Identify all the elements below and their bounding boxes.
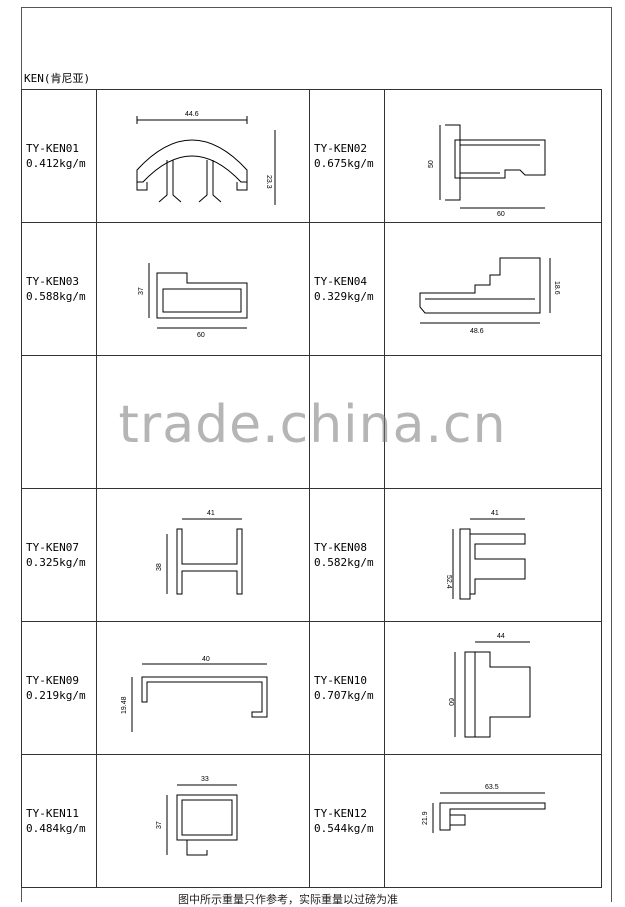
profile-weight: 0.588kg/m bbox=[26, 290, 86, 303]
dim-label: 37 bbox=[138, 287, 145, 295]
profile-label-cell: TY-KEN09 0.219kg/m bbox=[21, 621, 97, 755]
profile-drawing-cell bbox=[96, 355, 310, 489]
profile-ken08-drawing: 41 52.4 bbox=[445, 510, 526, 600]
dim-label: 48.6 bbox=[470, 328, 484, 335]
profile-weight: 0.325kg/m bbox=[26, 556, 86, 569]
profile-code: TY-KEN11 bbox=[26, 807, 79, 820]
dim-label: 18.6 bbox=[553, 281, 560, 295]
profile-ken10-drawing: 44 60 bbox=[447, 633, 531, 738]
profile-code: TY-KEN02 bbox=[314, 142, 367, 155]
dim-label: 38 bbox=[156, 563, 163, 571]
profile-weight: 0.707kg/m bbox=[314, 689, 374, 702]
profile-table: TY-KEN01 0.412kg/m 44.6 23.3 TY-KEN02 0.67… bbox=[21, 89, 602, 888]
profile-weight: 0.544kg/m bbox=[314, 822, 374, 835]
profile-label-cell: TY-KEN10 0.707kg/m bbox=[309, 621, 385, 755]
profile-code: TY-KEN01 bbox=[26, 142, 79, 155]
profile-label-cell: TY-KEN04 0.329kg/m bbox=[309, 222, 385, 356]
profile-drawing-cell bbox=[384, 355, 602, 489]
profile-drawing-cell: 50 60 bbox=[384, 89, 602, 223]
dim-label: 60 bbox=[497, 211, 505, 218]
profile-drawing-cell: 41 52.4 bbox=[384, 488, 602, 622]
dim-label: 40 bbox=[202, 656, 210, 663]
profile-label-cell: TY-KEN08 0.582kg/m bbox=[309, 488, 385, 622]
profile-weight: 0.675kg/m bbox=[314, 157, 374, 170]
table-row: TY-KEN07 0.325kg/m 41 38 TY-KEN08 0.582kg/… bbox=[21, 488, 602, 622]
profile-code: TY-KEN07 bbox=[26, 541, 79, 554]
profile-ken01-drawing: 44.6 23.3 bbox=[136, 111, 276, 205]
profile-drawing-cell: 18.6 48.6 bbox=[384, 222, 602, 356]
table-row: TY-KEN01 0.412kg/m 44.6 23.3 TY-KEN02 0.67… bbox=[21, 89, 602, 223]
profile-code: TY-KEN04 bbox=[314, 275, 367, 288]
dim-label: 52.4 bbox=[445, 575, 452, 589]
profile-ken09-drawing: 40 19.48 bbox=[121, 656, 268, 732]
footer-note: 图中所示重量只作参考，实际重量以过磅为准 bbox=[178, 893, 398, 906]
profile-code: TY-KEN10 bbox=[314, 674, 367, 687]
dim-label: 50 bbox=[428, 160, 435, 168]
profile-drawing-cell: 40 19.48 bbox=[96, 621, 310, 755]
table-row: TY-KEN09 0.219kg/m 40 19.48 TY-KEN10 0.707… bbox=[21, 621, 602, 755]
profile-drawing-cell: 63.5 21.9 bbox=[384, 754, 602, 888]
profile-weight: 0.582kg/m bbox=[314, 556, 374, 569]
profile-label-cell: TY-KEN01 0.412kg/m bbox=[21, 89, 97, 223]
table-row: TY-KEN11 0.484kg/m 33 37 TY-KEN12 0.544kg/… bbox=[21, 754, 602, 888]
profile-drawing-cell: 33 37 bbox=[96, 754, 310, 888]
profile-label-cell: TY-KEN02 0.675kg/m bbox=[309, 89, 385, 223]
profile-weight: 0.329kg/m bbox=[314, 290, 374, 303]
dim-label: 44.6 bbox=[185, 111, 199, 118]
profile-weight: 0.219kg/m bbox=[26, 689, 86, 702]
profile-label-cell: TY-KEN12 0.544kg/m bbox=[309, 754, 385, 888]
profile-code: TY-KEN03 bbox=[26, 275, 79, 288]
profile-label-cell: TY-KEN03 0.588kg/m bbox=[21, 222, 97, 356]
dim-label: 33 bbox=[201, 776, 209, 783]
series-title: KEN(肯尼亚) bbox=[24, 72, 91, 85]
dim-label: 19.48 bbox=[121, 696, 128, 714]
profile-weight: 0.484kg/m bbox=[26, 822, 86, 835]
profile-ken11-drawing: 33 37 bbox=[156, 776, 238, 856]
dim-label: 41 bbox=[207, 510, 215, 517]
profile-ken12-drawing: 63.5 21.9 bbox=[422, 784, 546, 833]
profile-ken02-drawing: 50 60 bbox=[428, 124, 546, 218]
dim-label: 23.3 bbox=[265, 175, 272, 189]
profile-drawing-cell: 37 60 bbox=[96, 222, 310, 356]
dim-label: 60 bbox=[197, 332, 205, 339]
profile-ken03-drawing: 37 60 bbox=[138, 263, 248, 339]
dim-label: 60 bbox=[447, 698, 454, 706]
table-row bbox=[21, 355, 602, 489]
dim-label: 44 bbox=[497, 633, 505, 640]
profile-label-cell: TY-KEN11 0.484kg/m bbox=[21, 754, 97, 888]
profile-drawing-cell: 44.6 23.3 bbox=[96, 89, 310, 223]
profile-weight: 0.412kg/m bbox=[26, 157, 86, 170]
profile-label-cell: TY-KEN07 0.325kg/m bbox=[21, 488, 97, 622]
dim-label: 21.9 bbox=[422, 811, 429, 825]
profile-code: TY-KEN08 bbox=[314, 541, 367, 554]
profile-ken07-drawing: 41 38 bbox=[156, 510, 243, 595]
profile-drawing-cell: 41 38 bbox=[96, 488, 310, 622]
profile-code: TY-KEN12 bbox=[314, 807, 367, 820]
profile-drawing-cell: 44 60 bbox=[384, 621, 602, 755]
profile-label-cell bbox=[21, 355, 97, 489]
watermark: trade.china.cn bbox=[118, 395, 507, 455]
dim-label: 63.5 bbox=[485, 784, 499, 791]
dim-label: 37 bbox=[156, 821, 163, 829]
profile-code: TY-KEN09 bbox=[26, 674, 79, 687]
dim-label: 41 bbox=[491, 510, 499, 517]
profile-ken04-drawing: 18.6 48.6 bbox=[419, 257, 560, 335]
table-row: TY-KEN03 0.588kg/m 37 60 TY-KEN04 0.329kg/… bbox=[21, 222, 602, 356]
